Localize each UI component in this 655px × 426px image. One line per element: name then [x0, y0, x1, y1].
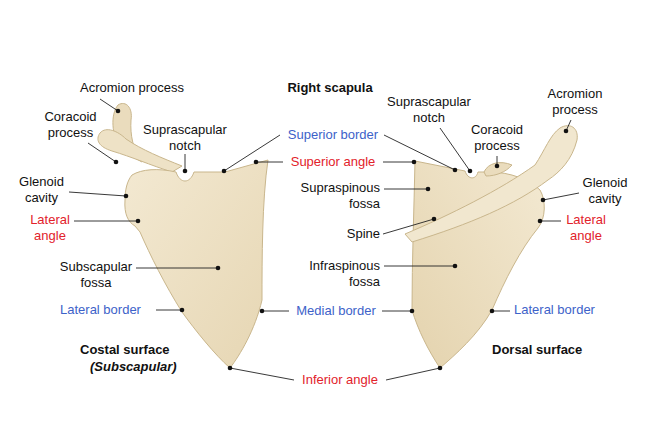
coracoid-shape — [484, 163, 512, 176]
anatomy-label: Lateral angle — [24, 212, 76, 244]
anatomy-label: Coracoid process — [38, 109, 103, 141]
anatomy-label: Lateral border — [514, 302, 624, 318]
anatomy-label: Superior border — [276, 127, 390, 143]
leader-dots — [114, 109, 569, 371]
anatomy-label: Inferior angle — [286, 372, 394, 388]
anatomy-label: Lateral border — [60, 302, 160, 318]
anatomy-label: Costal surface — [80, 342, 220, 358]
anatomy-label: Suprascapular notch — [384, 94, 474, 126]
anatomy-label: Superior angle — [278, 154, 388, 170]
anatomy-label: Acromion process — [542, 86, 608, 118]
anatomy-label: Acromion process — [80, 80, 200, 96]
costal-scapula — [98, 103, 268, 368]
anatomy-label: Coracoid process — [466, 122, 528, 154]
anatomy-label: Glenoid cavity — [578, 175, 632, 207]
anatomy-label: Suprascapular notch — [140, 122, 230, 154]
anatomy-label: Supraspinous fossa — [284, 180, 380, 212]
diagram-title: Right scapula — [270, 80, 390, 96]
dorsal-scapula — [405, 126, 577, 368]
anatomy-label: Dorsal surface — [492, 342, 632, 358]
anatomy-label: Infraspinous fossa — [284, 258, 380, 290]
anatomy-label: Medial border — [284, 303, 388, 319]
leader-lines — [69, 99, 579, 380]
anatomy-label: Glenoid cavity — [14, 174, 69, 206]
scapula-body — [125, 160, 268, 368]
anatomy-label: Spine — [330, 226, 380, 242]
anatomy-label: Lateral angle — [560, 212, 612, 244]
anatomy-label: Subscapular fossa — [56, 259, 136, 291]
anatomy-label: (Subscapular) — [90, 359, 230, 375]
